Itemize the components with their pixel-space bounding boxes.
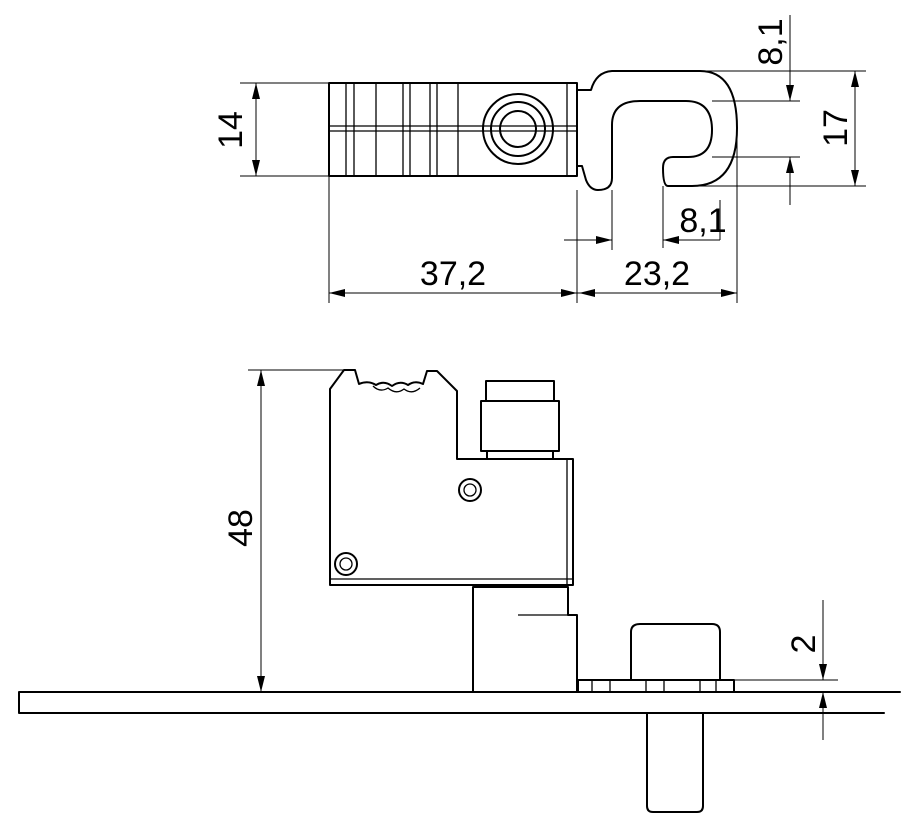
side-view: 48 2 — [18, 369, 901, 813]
dimension-2 — [734, 600, 838, 740]
clamp-body-top — [328, 82, 578, 177]
dim-label-14: 14 — [212, 111, 250, 149]
bolt-shank — [646, 712, 704, 813]
dimension-8-1-upper — [712, 15, 800, 205]
dim-label-48: 48 — [222, 509, 260, 547]
dim-label-17: 17 — [817, 109, 855, 147]
dimension-37-2 — [328, 176, 578, 303]
hook-outline-top — [576, 70, 738, 191]
dim-label-8-1-upper: 8,1 — [752, 18, 790, 65]
top-view: 14 37,2 23,2 8,1 — [212, 15, 866, 303]
dim-label-2: 2 — [785, 635, 823, 654]
screw-head-top — [482, 93, 554, 165]
dim-label-8-1-lower: 8,1 — [679, 202, 726, 240]
washer-nut — [577, 623, 735, 693]
dim-label-23-2: 23,2 — [624, 255, 690, 293]
base-plate — [18, 691, 901, 714]
support-post — [472, 586, 578, 693]
dim-label-37-2: 37,2 — [420, 255, 486, 293]
dimension-8-1-lower — [662, 186, 721, 248]
screw-side — [480, 380, 560, 460]
dimension-48 — [248, 369, 344, 692]
clamp-body-side — [329, 369, 574, 586]
dimension-17 — [692, 70, 866, 187]
dimension-14 — [240, 82, 329, 177]
